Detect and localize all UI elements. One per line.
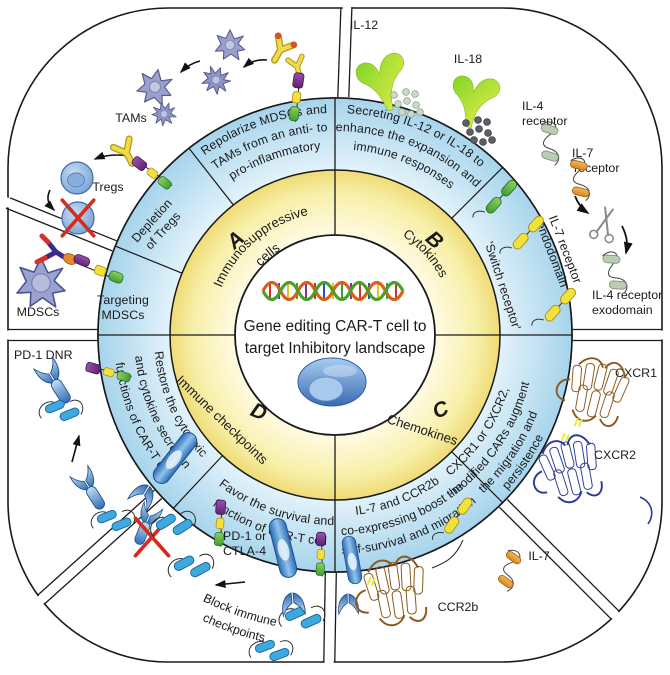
antibody-icon bbox=[264, 31, 298, 66]
svg-text:PD-1 or: PD-1 or bbox=[223, 529, 266, 543]
arrow-icon bbox=[71, 434, 81, 463]
svg-text:Targeting: Targeting bbox=[97, 293, 149, 307]
chemokine-illustration bbox=[349, 349, 653, 631]
ring-text-pd1-ctla4: PD-1 or CTLA-4 bbox=[223, 529, 266, 558]
il7-receptor-label-1: IL-7 bbox=[572, 146, 593, 160]
arrow-icon bbox=[621, 225, 633, 255]
block-checkpoints-illustration bbox=[129, 502, 328, 665]
targeting-antibody-icon bbox=[34, 233, 124, 284]
il7-label: IL-7 bbox=[528, 549, 549, 563]
illustrations bbox=[16, 29, 653, 665]
connector-line bbox=[431, 539, 464, 569]
treg-cell-icon bbox=[60, 161, 94, 195]
tams-cells-illustration bbox=[134, 29, 306, 129]
mdsc-illustration bbox=[16, 233, 124, 308]
quadrant-dividers bbox=[98, 98, 572, 572]
svg-text:CTLA-4: CTLA-4 bbox=[223, 544, 266, 558]
treg-cell-depleted-icon bbox=[60, 198, 96, 238]
ccr2b-label: CCR2b bbox=[438, 600, 479, 614]
section-dividers bbox=[115, 147, 504, 509]
panel-edges bbox=[5, 6, 662, 663]
svg-text:MDSCs: MDSCs bbox=[101, 308, 144, 322]
arrow-icon bbox=[214, 580, 246, 588]
il4-receptor-label-1: IL-4 bbox=[522, 99, 543, 113]
center-content: Gene editing CAR-T cell to target Inhibi… bbox=[244, 280, 427, 407]
tregs-illustration bbox=[44, 139, 174, 238]
center-title-line1: Gene editing CAR-T cell to bbox=[244, 318, 427, 335]
pd1-dnr-illustration bbox=[34, 357, 137, 536]
protein-loop-icon bbox=[639, 496, 653, 525]
arrow-icon bbox=[242, 57, 268, 69]
pd1-dnr-label: PD-1 DNR bbox=[14, 348, 73, 362]
ring-text-a3: Targeting MDSCs bbox=[97, 293, 149, 322]
switch-receptor-panel-illustration bbox=[537, 120, 633, 298]
mdscs-label: MDSCs bbox=[17, 305, 60, 319]
arrow-icon bbox=[44, 189, 56, 212]
il12-label: IL-12 bbox=[350, 18, 378, 32]
t-cell-icon bbox=[297, 357, 367, 407]
il4-receptor-label-2: receptor bbox=[522, 114, 567, 128]
arrow-icon bbox=[179, 60, 201, 74]
il4-exodomain-label-2: exodomain bbox=[592, 303, 653, 317]
il4-exodomain-label-1: IL-4 receptor bbox=[592, 288, 662, 302]
arrow-icon bbox=[574, 195, 590, 214]
tregs-label: Tregs bbox=[92, 180, 123, 194]
center-title-line2: target Inhibitory landscape bbox=[245, 340, 426, 357]
tams-label: TAMs bbox=[115, 111, 146, 125]
il18-label: IL-18 bbox=[454, 52, 482, 66]
cxcr2-label: CXCR2 bbox=[594, 448, 636, 462]
mdsc-cell-icon bbox=[16, 257, 66, 308]
